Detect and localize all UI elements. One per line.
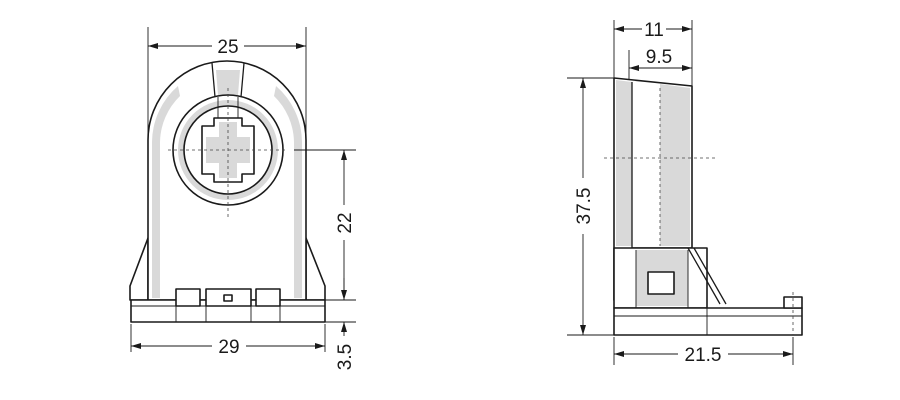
- dim-front-height-center: 22: [335, 212, 356, 233]
- front-view: 25 29 22 3.5: [129, 27, 356, 370]
- dim-side-height: 37.5: [574, 188, 595, 225]
- dim-side-depth-inner: 9.5: [646, 47, 672, 68]
- side-view: 11 9.5 37.5 21.5: [567, 15, 803, 366]
- dim-front-width-top: 25: [217, 37, 238, 58]
- side-base-rail: [613, 307, 803, 336]
- front-left-clip: [129, 237, 149, 301]
- dim-front-base-thickness: 3.5: [335, 344, 356, 370]
- dim-side-depth-outer: 11: [644, 20, 664, 41]
- dim-side-base-length: 21.5: [685, 345, 722, 366]
- dim-front-width-bottom: 29: [218, 337, 239, 358]
- front-right-clip: [305, 237, 326, 301]
- side-window: [647, 271, 675, 295]
